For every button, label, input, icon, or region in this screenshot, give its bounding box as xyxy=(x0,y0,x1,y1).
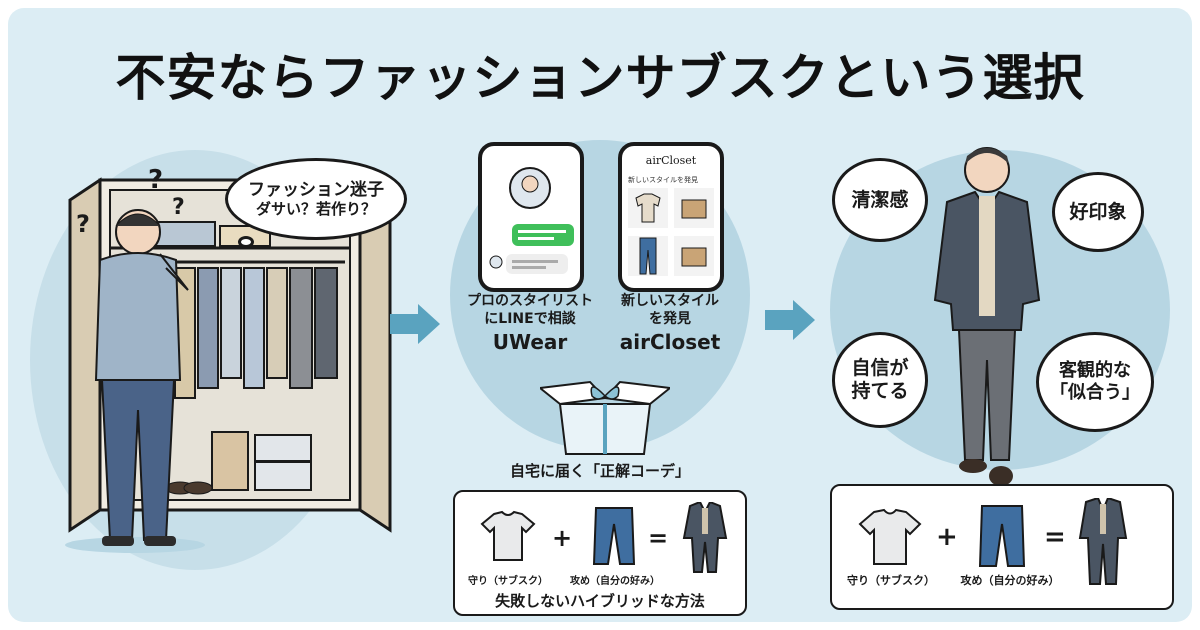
aircloset-desc-line1: 新しいスタイル xyxy=(621,293,719,309)
plus-sign: + xyxy=(552,524,573,552)
uwear-description: プロのスタイリスト にLINEで相談 UWear xyxy=(455,293,605,355)
suit-icon xyxy=(1078,498,1128,585)
stylish-man-illustration xyxy=(933,147,1041,486)
plus-sign: + xyxy=(936,522,958,552)
uwear-chat-screen xyxy=(489,167,574,274)
svg-text:?: ? xyxy=(148,165,163,195)
objective-line2: 「似合う」 xyxy=(1050,382,1140,403)
bubble-cleanliness: 清潔感 xyxy=(832,158,928,242)
confidence-line2: 持てる xyxy=(851,380,909,402)
tshirt-icon xyxy=(858,508,922,565)
thought-bubble: ファッション迷子 ダサい？若作り？ xyxy=(225,158,407,240)
aircloset-name: airCloset xyxy=(619,330,721,354)
combo-label-right: 攻め（自分の好み） xyxy=(960,574,1060,587)
combo-label-left: 守り（サブスク） xyxy=(847,574,935,587)
aircloset-desc-line2: を発見 xyxy=(649,310,691,327)
uwear-phone xyxy=(478,142,584,292)
box-caption: 自宅に届く「正解コーデ」 xyxy=(509,462,690,480)
equals-sign: = xyxy=(648,524,669,552)
tshirt-icon xyxy=(480,510,536,561)
uwear-desc-line2: にLINEで相談 xyxy=(484,310,576,327)
aircloset-description: 新しいスタイル を発見 airCloset xyxy=(600,293,740,355)
bubble-confidence: 自信が 持てる xyxy=(832,332,928,428)
combo-label-right: 攻め（自分の好み） xyxy=(570,576,660,587)
bubble-good-impression: 好印象 xyxy=(1052,172,1144,252)
jeans-icon xyxy=(592,507,636,565)
bubble-objective-fit: 客観的な 「似合う」 xyxy=(1036,332,1154,432)
aircloset-phone: airCloset 新しいスタイルを発見 xyxy=(618,142,724,292)
uwear-desc-line1: プロのスタイリスト xyxy=(467,293,593,309)
jeans-icon xyxy=(978,505,1026,567)
gift-box-icon xyxy=(540,380,670,455)
confidence-line1: 自信が xyxy=(851,357,909,380)
uwear-name: UWear xyxy=(492,330,568,354)
aircloset-grid xyxy=(628,188,714,276)
thought-line1: ファッション迷子 xyxy=(248,179,384,200)
page-title: 不安ならファッションサブスクという選択 xyxy=(115,49,1085,107)
arrow-right-icon xyxy=(390,304,440,344)
svg-text:?: ? xyxy=(172,195,185,220)
hybrid-label: 失敗しないハイブリッドな方法 xyxy=(495,592,705,610)
svg-text:?: ? xyxy=(76,210,90,238)
equals-sign: = xyxy=(1044,522,1066,552)
thought-dot xyxy=(238,236,254,248)
suit-icon xyxy=(682,502,728,573)
arrow-right-icon xyxy=(765,300,815,340)
aircloset-app-sub: 新しいスタイルを発見 xyxy=(628,176,698,184)
closet-illustration: ? ? ? xyxy=(65,165,392,553)
thought-line2: ダサい？若作り？ xyxy=(255,200,376,219)
objective-line1: 客観的な xyxy=(1059,360,1131,382)
aircloset-app-title: airCloset xyxy=(645,154,697,167)
combo-label-left: 守り（サブスク） xyxy=(468,576,548,587)
